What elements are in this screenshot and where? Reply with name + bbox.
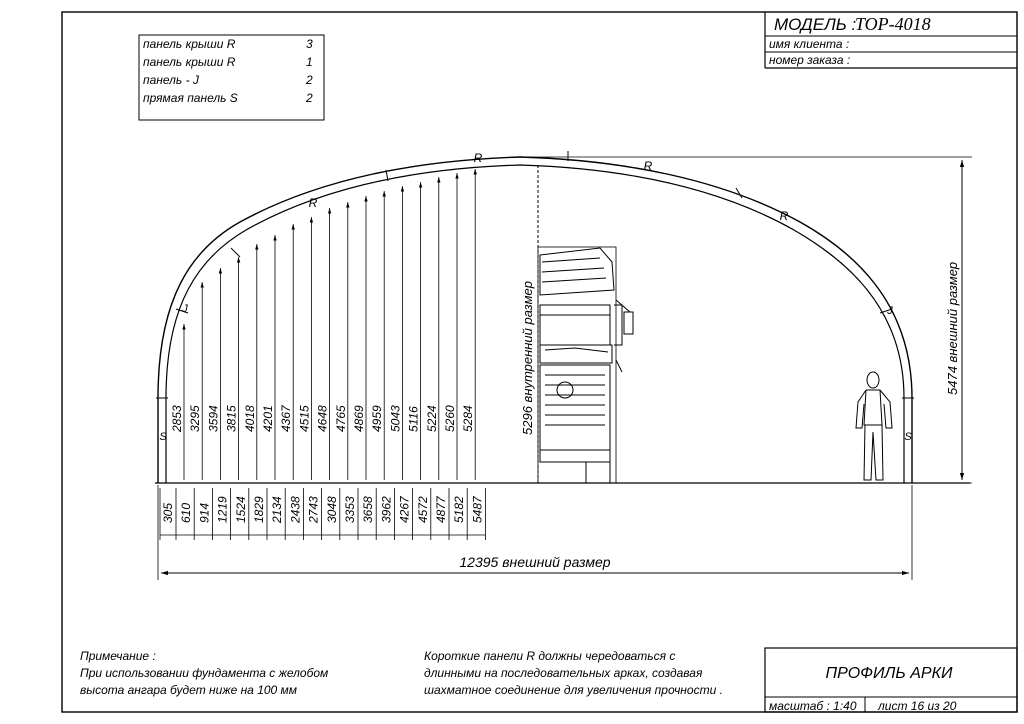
- panel-label-r-4: R: [780, 209, 789, 223]
- height-dim-label: 4959: [370, 405, 384, 432]
- offset-dim-label: 3658: [361, 496, 375, 523]
- offset-dim-label: 1829: [252, 496, 266, 523]
- sheet-number: лист 16 из 20: [877, 699, 957, 713]
- offset-dim-label: 5182: [452, 496, 466, 523]
- notes: Примечание : При использовании фундамент…: [80, 649, 723, 697]
- height-dim-label: 2853: [170, 405, 184, 433]
- offset-dim-label: 4267: [398, 495, 412, 523]
- height-dim-label: 5284: [461, 405, 475, 432]
- offset-dim-label: 3048: [325, 496, 339, 523]
- offset-dim-label: 610: [179, 503, 193, 523]
- sheet-title: ПРОФИЛЬ АРКИ: [826, 665, 953, 682]
- note-left-title: Примечание :: [80, 649, 156, 663]
- height-dim-label: 4515: [297, 405, 311, 432]
- height-dim-label: 4367: [279, 404, 293, 432]
- note-left-line-1: При использовании фундамента с желобом: [80, 666, 328, 680]
- sheet-frame: [61, 11, 1018, 713]
- offset-dim-label: 2134: [270, 496, 284, 524]
- offset-dim-label: 3353: [343, 496, 357, 523]
- panel-table-name: прямая панель S: [143, 91, 238, 105]
- order-label: номер заказа :: [769, 53, 850, 67]
- offset-dim-label: 305: [161, 503, 175, 523]
- panel-table-qty: 1: [306, 55, 313, 69]
- panel-table-qty: 2: [305, 91, 313, 105]
- outer-height-dimension: 5474 внешний размер: [520, 156, 972, 484]
- offset-dim-label: 1219: [216, 496, 230, 523]
- panel-label-r-2: R: [474, 151, 483, 165]
- inner-height-label: 5296 внутренний размер: [520, 281, 535, 435]
- panel-label-s-left: S: [159, 431, 167, 443]
- offset-dim-label: 3962: [379, 496, 393, 523]
- arch-inner-line: [165, 164, 905, 483]
- offset-dim-label: 2438: [288, 496, 302, 524]
- model-label: МОДЕЛЬ :: [774, 15, 857, 34]
- panel-table-qty: 3: [306, 37, 313, 51]
- panel-label-j-right: J: [886, 305, 893, 317]
- height-dim-label: 5043: [388, 405, 402, 432]
- height-dim-label: 4648: [316, 405, 330, 432]
- arch-outer-line: [157, 156, 913, 483]
- height-dim-label: 4018: [243, 405, 257, 432]
- offset-dim-label: 914: [197, 503, 211, 523]
- bottom-title-block: ПРОФИЛЬ АРКИ масштаб : 1:40 лист 16 из 2…: [764, 647, 1018, 713]
- panel-label-j-left: J: [181, 303, 188, 315]
- outer-height-label: 5474 внешний размер: [945, 262, 960, 395]
- title-block: МОДЕЛЬ : TOP-4018 имя клиента : номер за…: [764, 12, 1017, 69]
- person-figure: [855, 371, 893, 481]
- height-dim-label: 3594: [206, 405, 220, 432]
- model-value: TOP-4018: [855, 14, 931, 34]
- offset-dim-label: 1524: [234, 496, 248, 523]
- panel-table-qty: 2: [305, 73, 313, 87]
- scale-label: масштаб : 1:40: [769, 699, 857, 713]
- panel-label-s-right: S: [904, 431, 912, 443]
- arch-structure: S J R R R R J S: [156, 151, 914, 483]
- height-dimensions: 2853 3295 3594 3815 4018 4201 4367 4515 4648 4765…: [170, 169, 477, 480]
- inner-height-dimension: 5296 внутренний размер: [520, 165, 539, 483]
- offset-dimensions: 305 610 914 1219 1524 1829 2134 2438 2743 3048 335…: [159, 488, 486, 540]
- offset-dim-label: 4877: [434, 495, 448, 523]
- offset-dim-label: 5487: [470, 495, 484, 523]
- height-dim-label: 4765: [334, 405, 348, 432]
- panel-table-name: панель - J: [143, 73, 200, 87]
- height-dim-label: 5260: [443, 405, 457, 432]
- height-dim-label: 4869: [352, 405, 366, 432]
- truck-illustration: [537, 246, 634, 484]
- height-dim-label: 3295: [188, 405, 202, 432]
- note-left-line-2: высота ангара будет ниже на 100 мм: [80, 683, 297, 697]
- panel-table-name: панель крыши R: [143, 55, 236, 69]
- client-label: имя клиента :: [769, 37, 849, 51]
- panel-label-r-1: R: [309, 196, 318, 210]
- height-dim-label: 4201: [261, 405, 275, 432]
- panel-label-r-3: R: [644, 159, 653, 173]
- outer-width-dimension: 12395 внешний размер: [157, 485, 913, 580]
- note-right-line-1: Короткие панели R должны чередоваться с: [424, 649, 675, 663]
- height-dim-label: 5116: [407, 406, 421, 432]
- panel-table: панель крыши R 3 панель крыши R 1 панель - J…: [138, 34, 325, 121]
- offset-dim-label: 2743: [307, 496, 321, 524]
- note-right-line-2: длинными на последовательных арках, созд…: [424, 666, 703, 680]
- height-dim-label: 5224: [425, 405, 439, 432]
- panel-table-name: панель крыши R: [143, 37, 236, 51]
- height-dim-label: 3815: [225, 405, 239, 432]
- offset-dim-label: 4572: [416, 496, 430, 523]
- outer-width-label: 12395 внешний размер: [459, 554, 610, 570]
- note-right-line-3: шахматное соединение для увеличения проч…: [424, 683, 723, 697]
